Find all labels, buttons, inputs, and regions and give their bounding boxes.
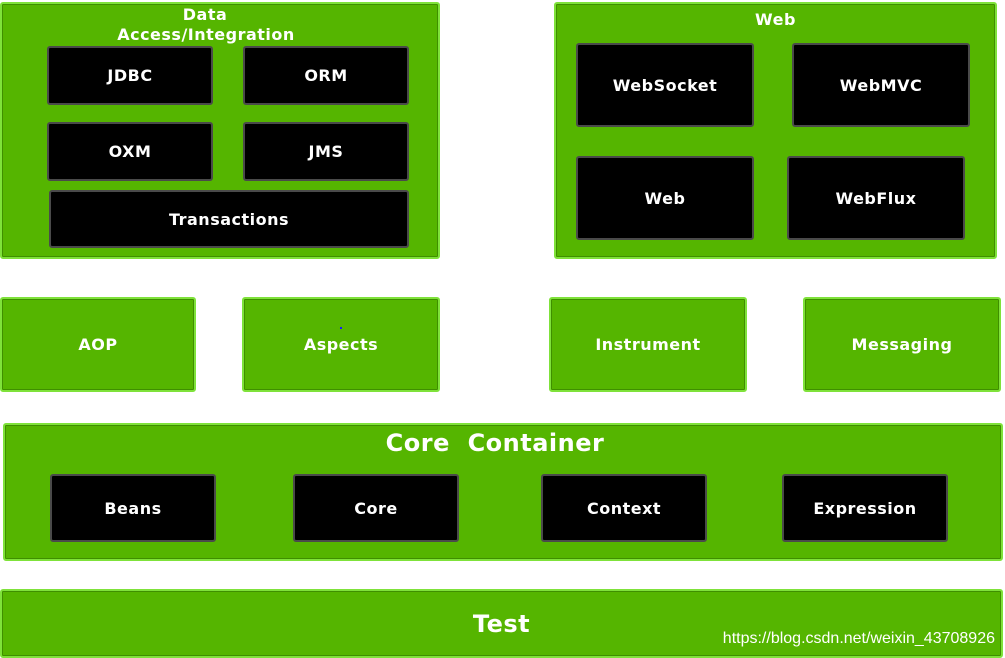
- data-access-integration-panel: Data Access/Integration JDBC ORM OXM JMS…: [0, 2, 440, 259]
- watermark: https://blog.csdn.net/weixin_43708926: [722, 630, 995, 647]
- web-panel: Web WebSocket WebMVC Web WebFlux: [554, 2, 997, 259]
- test-panel: Test: [0, 589, 1003, 658]
- module-orm: ORM: [243, 46, 409, 105]
- module-aop-label: AOP: [78, 335, 118, 354]
- module-core: Core: [293, 474, 459, 542]
- module-aspects: Aspects: [242, 297, 440, 392]
- core-container-panel: Core Container Beans Core Context Expres…: [3, 423, 1003, 561]
- module-expression: Expression: [782, 474, 948, 542]
- test-title: Test: [472, 609, 531, 638]
- module-messaging: Messaging: [803, 297, 1001, 392]
- module-instrument: Instrument: [549, 297, 747, 392]
- module-context: Context: [541, 474, 707, 542]
- module-transactions: Transactions: [49, 190, 409, 248]
- stray-dot: [340, 327, 342, 329]
- module-aspects-label: Aspects: [303, 335, 379, 354]
- data-access-title-line1: Data: [182, 5, 228, 24]
- data-access-title-line2: Access/Integration: [117, 25, 295, 44]
- module-beans: Beans: [50, 474, 216, 542]
- core-container-title: Core Container: [385, 429, 605, 457]
- module-jms: JMS: [243, 122, 409, 181]
- module-messaging-label: Messaging: [851, 335, 953, 354]
- module-websocket: WebSocket: [576, 43, 754, 127]
- module-webmvc: WebMVC: [792, 43, 970, 127]
- module-oxm: OXM: [47, 122, 213, 181]
- module-jdbc: JDBC: [47, 46, 213, 105]
- module-instrument-label: Instrument: [595, 335, 701, 354]
- module-webflux: WebFlux: [787, 156, 965, 240]
- module-web: Web: [576, 156, 754, 240]
- web-title: Web: [755, 10, 796, 29]
- module-aop: AOP: [0, 297, 196, 392]
